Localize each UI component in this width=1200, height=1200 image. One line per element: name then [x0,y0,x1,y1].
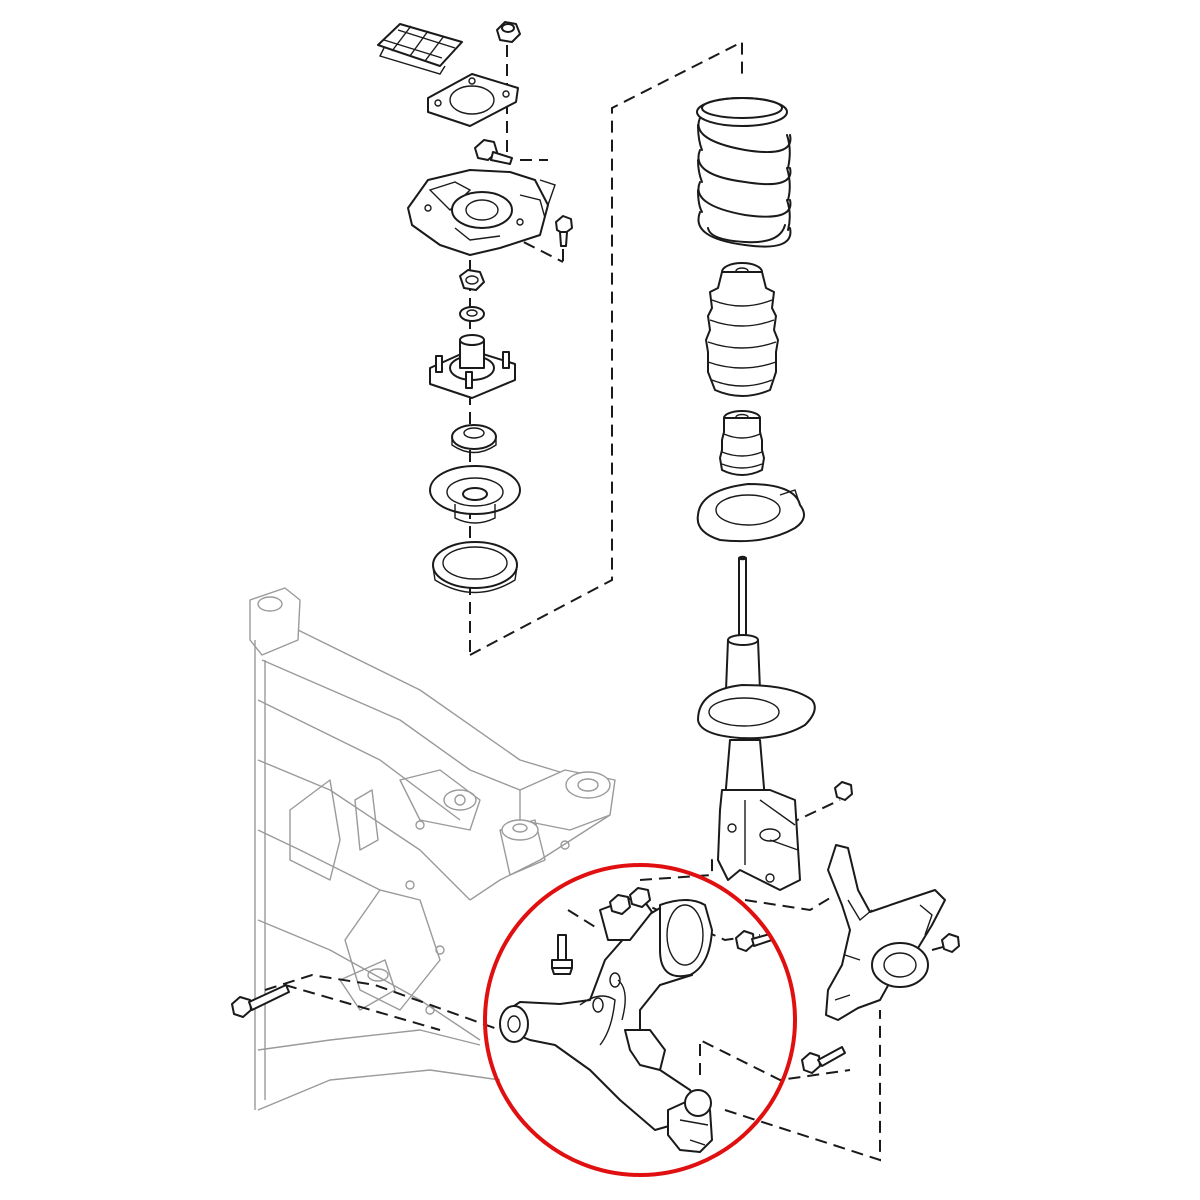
upper-spring-insulator [432,541,518,594]
steering-knuckle [825,844,946,1021]
knuckle-nuts [834,781,960,953]
bump-stopper [719,410,765,476]
front-crossmember [249,587,616,1111]
lower-control-arm [499,887,713,1153]
bearing [451,424,497,454]
lower-spring-insulator [696,483,805,543]
heat-insulator-pad [377,23,463,75]
strut-tower-bracket [407,169,556,256]
shock-absorber [697,555,816,891]
dust-boot [705,262,779,397]
washer [459,306,485,322]
upper-spring-seat [429,465,521,524]
strut-mount [429,334,516,399]
coil-spring [696,97,792,248]
piston-rod-nut [459,269,485,291]
mount-gasket [427,73,519,127]
highlight-circle [483,863,797,1177]
mount-bolt [474,139,513,165]
arm-bolt [551,934,573,975]
bracket-bolt [555,215,573,247]
knuckle-bolts [735,930,846,1074]
upper-mount-nut [496,21,521,43]
crossmember-bolt [231,984,290,1018]
